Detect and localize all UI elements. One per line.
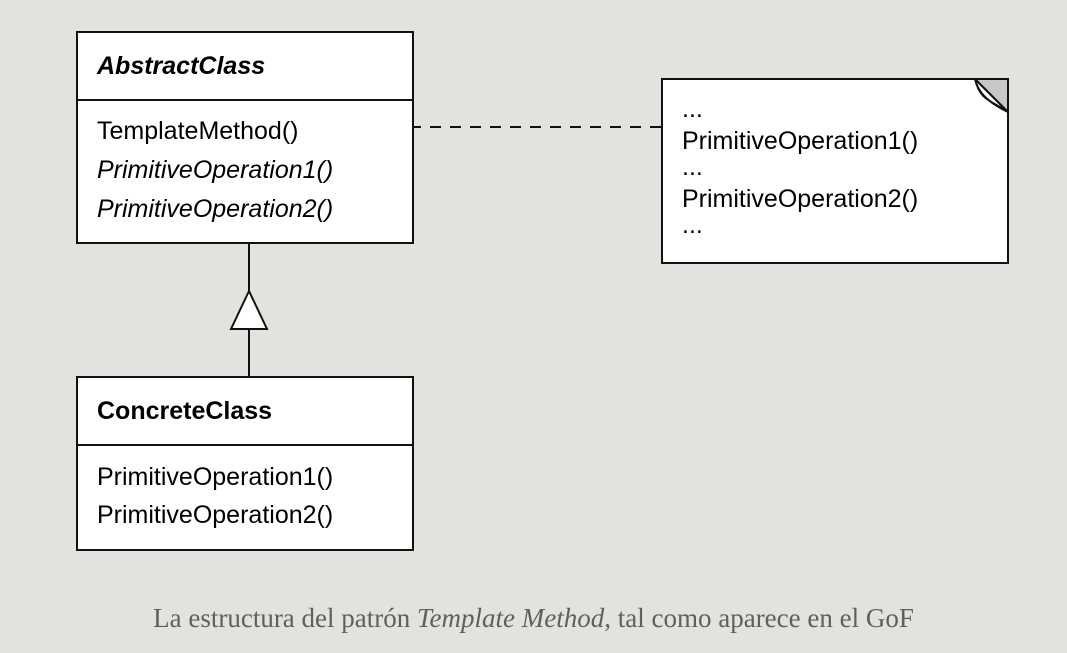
concrete-class-operations: PrimitiveOperation1() PrimitiveOperation… — [78, 446, 412, 534]
operation-primitive-2: PrimitiveOperation2() — [97, 195, 334, 223]
figure-caption: La estructura del patrón Template Method… — [0, 603, 1067, 634]
concrete-class-box: ConcreteClass PrimitiveOperation1() Prim… — [76, 376, 414, 551]
operation-template-method: TemplateMethod() — [97, 117, 299, 145]
operation-primitive-1: PrimitiveOperation1() — [97, 156, 334, 184]
caption-emphasis: Template Method — [417, 603, 605, 633]
note-line: ... — [682, 95, 703, 123]
note-line: PrimitiveOperation2() — [682, 185, 919, 213]
caption-text-after: , tal como aparece en el GoF — [604, 603, 914, 633]
caption-text-before: La estructura del patrón — [153, 603, 418, 633]
note-content: ... PrimitiveOperation1() ... PrimitiveO… — [662, 79, 1009, 264]
note-line: ... — [682, 211, 703, 239]
concrete-class-name: ConcreteClass — [78, 378, 412, 446]
inheritance-triangle — [229, 288, 269, 330]
abstract-class-operations: TemplateMethod() PrimitiveOperation1() P… — [78, 101, 412, 229]
abstract-class-name: AbstractClass — [78, 33, 412, 101]
abstract-class-box: AbstractClass TemplateMethod() Primitive… — [76, 31, 414, 244]
operation-primitive-1: PrimitiveOperation1() — [97, 463, 334, 491]
note-line: ... — [682, 153, 703, 181]
operation-primitive-2: PrimitiveOperation2() — [97, 501, 334, 529]
note-line: PrimitiveOperation1() — [682, 127, 919, 155]
